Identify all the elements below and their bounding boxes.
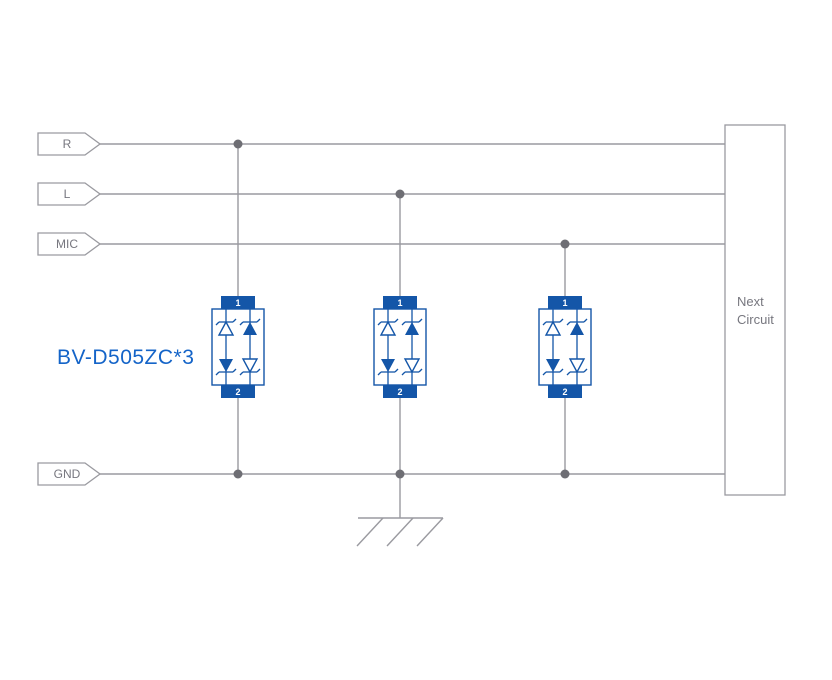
ground-hatch-3 [416, 517, 444, 547]
diode-bar-tick [239, 321, 244, 326]
tvs-pin1-cap [383, 296, 417, 309]
junction-dot [560, 469, 570, 479]
diode-bar-tick [232, 318, 237, 323]
diode-bar-tick [215, 371, 220, 376]
next-circuit-box [724, 124, 786, 496]
diode-bar-tick [215, 321, 220, 326]
connector-l: L [37, 182, 102, 206]
tvs-body [538, 308, 592, 386]
diode-bar-tick [559, 368, 564, 373]
connector-mic-label: MIC [56, 237, 78, 251]
ground-hatch-1 [356, 517, 384, 547]
tvs-component-1: 1 2 [211, 296, 265, 398]
diode-outlined-down-icon [568, 358, 586, 374]
connector-gnd-shape [37, 462, 102, 486]
diode-bar-tick [256, 318, 261, 323]
tvs-pin2-cap [221, 385, 255, 398]
diode-outlined-up-icon [544, 320, 562, 336]
connector-gnd-label: GND [54, 467, 81, 481]
diode-bar-tick [232, 368, 237, 373]
diode-solid-down-icon [381, 359, 395, 372]
connector-mic-shape [37, 232, 102, 256]
pin1-label: 1 [397, 298, 402, 308]
tvs-pin1-cap [548, 296, 582, 309]
diode-outlined-up-icon [217, 320, 235, 336]
pin2-label: 2 [235, 387, 240, 397]
pin2-label: 2 [397, 387, 402, 397]
connector-l-shape [37, 182, 102, 206]
diode-solid-down-icon [546, 359, 560, 372]
diode-solid-down-icon [219, 359, 233, 372]
tvs-body [211, 308, 265, 386]
diode-solid-up-icon [405, 322, 419, 335]
part-number-label: BV-D505ZC*3 [57, 346, 194, 369]
diode-bar-tick [542, 371, 547, 376]
tvs-component-3: 1 2 [538, 296, 592, 398]
next-circuit-label-line1: Next [737, 294, 764, 309]
junction-dot [395, 189, 405, 199]
diode-outlined-down-icon [403, 358, 421, 374]
next-circuit-block: Next Circuit [724, 124, 786, 496]
ground-symbol [356, 517, 444, 547]
junction-dot [233, 139, 243, 149]
diode-bar-tick [394, 368, 399, 373]
diode-bar-tick [418, 368, 423, 373]
tvs-body [373, 308, 427, 386]
diode-solid-up-icon [570, 322, 584, 335]
diode-bar-tick [401, 321, 406, 326]
connector-r: R [37, 132, 102, 156]
pin2-label: 2 [562, 387, 567, 397]
ground-hatch-2 [386, 517, 414, 547]
diode-solid-up-icon [243, 322, 257, 335]
connector-mic: MIC [37, 232, 102, 256]
junction-dot [395, 469, 405, 479]
tvs-pin2-cap [548, 385, 582, 398]
junction-dot [233, 469, 243, 479]
diode-bar-tick [377, 321, 382, 326]
diode-bar-tick [256, 368, 261, 373]
diode-bar-tick [566, 321, 571, 326]
diode-bar-tick [394, 318, 399, 323]
diode-bar-tick [377, 371, 382, 376]
diode-bar-tick [559, 318, 564, 323]
diode-bar-tick [542, 321, 547, 326]
diode-bar-tick [239, 371, 244, 376]
tvs-pin1-cap [221, 296, 255, 309]
pin1-label: 1 [562, 298, 567, 308]
connector-l-label: L [64, 187, 71, 201]
diode-outlined-down-icon [241, 358, 259, 374]
connector-gnd: GND [37, 462, 102, 486]
diode-outlined-up-icon [379, 320, 397, 336]
diode-bar-tick [418, 318, 423, 323]
connector-r-shape [37, 132, 102, 156]
tvs-pin2-cap [383, 385, 417, 398]
junction-dot [560, 239, 570, 249]
pin1-label: 1 [235, 298, 240, 308]
connector-r-label: R [63, 137, 72, 151]
next-circuit-label-line2: Circuit [737, 312, 774, 327]
diode-bar-tick [566, 371, 571, 376]
diode-bar-tick [583, 318, 588, 323]
tvs-component-2: 1 2 [373, 296, 427, 398]
diode-bar-tick [401, 371, 406, 376]
diode-bar-tick [583, 368, 588, 373]
